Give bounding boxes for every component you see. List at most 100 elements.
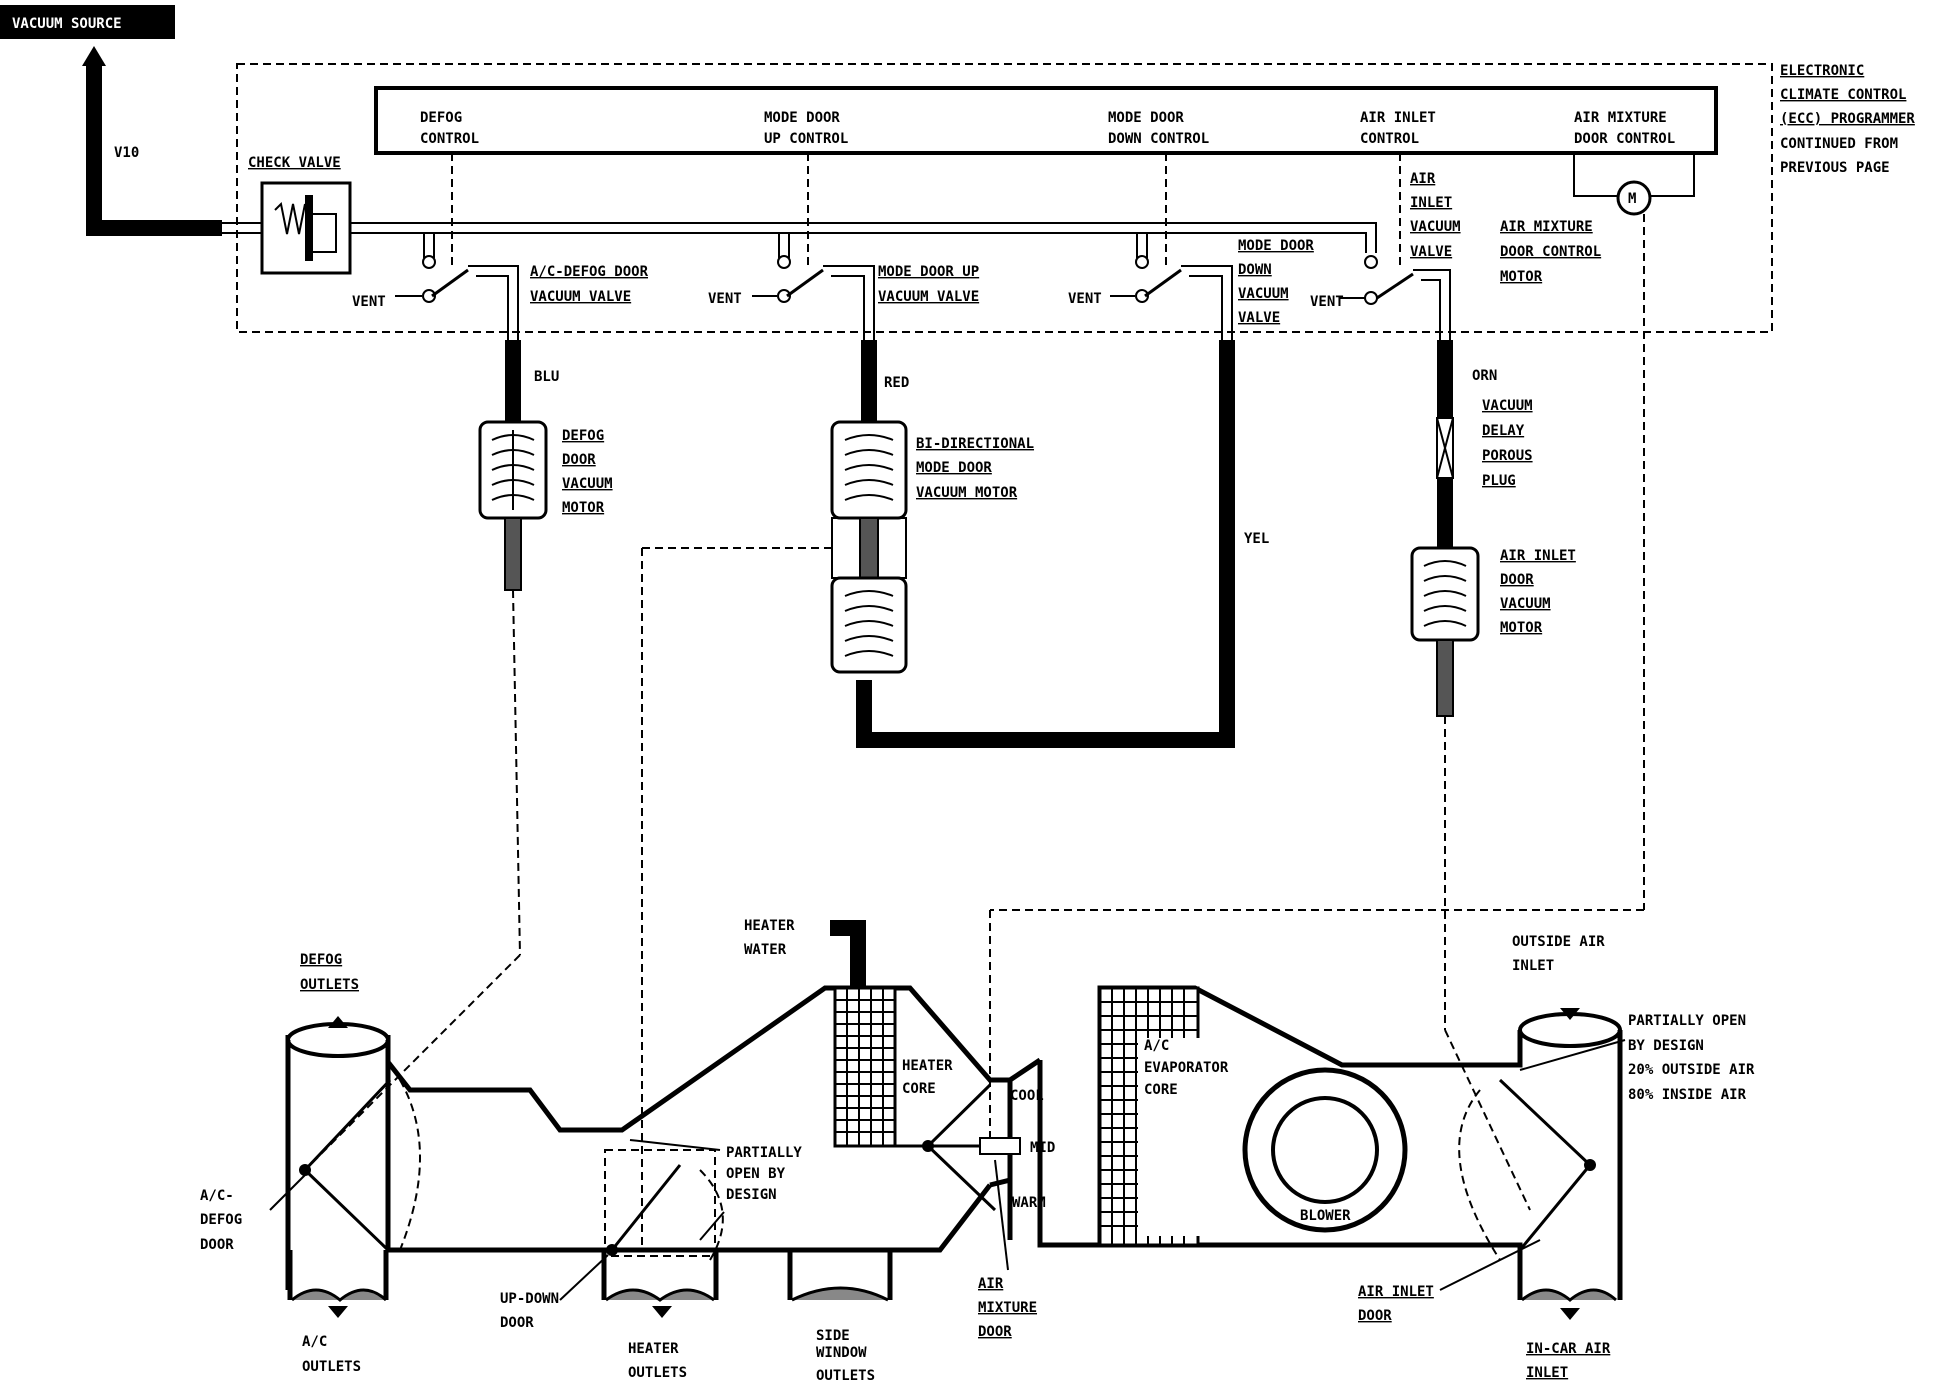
blower: BLOWER bbox=[1242, 1067, 1408, 1233]
svg-text:80% INSIDE AIR: 80% INSIDE AIR bbox=[1628, 1087, 1747, 1103]
svg-text:COOL: COOL bbox=[1010, 1088, 1044, 1104]
svg-text:AIR INLET: AIR INLET bbox=[1500, 548, 1576, 564]
heater-water-pipe: HEATER WATER bbox=[744, 918, 866, 990]
svg-text:UP-DOWN: UP-DOWN bbox=[500, 1291, 559, 1307]
svg-text:INLET: INLET bbox=[1512, 958, 1554, 974]
svg-text:(ECC) PROGRAMMER: (ECC) PROGRAMMER bbox=[1780, 111, 1915, 127]
svg-text:SIDE: SIDE bbox=[816, 1328, 850, 1344]
svg-text:IN-CAR AIR: IN-CAR AIR bbox=[1526, 1341, 1611, 1357]
svg-text:OUTSIDE AIR: OUTSIDE AIR bbox=[1512, 934, 1605, 950]
svg-text:MOTOR: MOTOR bbox=[1500, 269, 1543, 285]
svg-text:WATER: WATER bbox=[744, 942, 787, 958]
yel-hose: YEL bbox=[856, 340, 1269, 748]
ac-defog-door-mech bbox=[299, 1016, 421, 1252]
svg-text:DESIGN: DESIGN bbox=[726, 1187, 777, 1203]
svg-text:MOTOR: MOTOR bbox=[562, 500, 605, 516]
svg-text:A/C-: A/C- bbox=[200, 1188, 234, 1204]
air-mixture-door-mech: COOL MID WARM AIR MIXTURE DOOR bbox=[922, 1083, 1055, 1340]
svg-text:CLIMATE CONTROL: CLIMATE CONTROL bbox=[1780, 87, 1906, 103]
svg-text:BLOWER: BLOWER bbox=[1300, 1208, 1351, 1224]
heater-core: HEATER CORE bbox=[833, 986, 1021, 1155]
svg-text:VACUUM: VACUUM bbox=[1500, 596, 1551, 612]
svg-text:VENT: VENT bbox=[1068, 291, 1102, 307]
vacuum-source-arrow-icon bbox=[82, 46, 106, 66]
v10-label: V10 bbox=[114, 145, 139, 161]
check-valve: CHECK VALVE bbox=[248, 155, 352, 275]
svg-text:DOWN: DOWN bbox=[1238, 262, 1272, 278]
blu-hose: BLU bbox=[505, 340, 559, 422]
v10-hose bbox=[86, 66, 222, 236]
svg-text:VENT: VENT bbox=[352, 294, 386, 310]
svg-text:OUTLETS: OUTLETS bbox=[302, 1359, 361, 1375]
svg-text:VACUUM: VACUUM bbox=[1410, 219, 1461, 235]
up-down-door-mech bbox=[604, 1149, 724, 1261]
ac-defog-vacuum-valve: VENT A/C-DEFOG DOOR VACUUM VALVE bbox=[352, 233, 649, 340]
svg-text:DEFOG: DEFOG bbox=[562, 428, 604, 444]
svg-text:DOOR: DOOR bbox=[1500, 572, 1534, 588]
vacuum-supply-line bbox=[222, 222, 1377, 253]
svg-text:MOTOR: MOTOR bbox=[1500, 620, 1543, 636]
svg-text:OUTLETS: OUTLETS bbox=[816, 1368, 875, 1384]
motor-icon bbox=[1616, 180, 1652, 216]
svg-text:CORE: CORE bbox=[902, 1081, 936, 1097]
svg-text:HEATER: HEATER bbox=[902, 1058, 953, 1074]
ecc-programmer-boundary bbox=[236, 63, 1773, 333]
programmer-control-bar bbox=[374, 86, 1718, 155]
defog-outlet bbox=[286, 1022, 390, 1058]
svg-text:VACUUM: VACUUM bbox=[562, 476, 613, 492]
svg-text:VENT: VENT bbox=[1310, 294, 1344, 310]
vacuum-source-box bbox=[0, 5, 175, 39]
svg-text:OUTLETS: OUTLETS bbox=[300, 977, 359, 993]
vacuum-source-label: VACUUM SOURCE bbox=[12, 16, 122, 32]
svg-text:PARTIALLY OPEN: PARTIALLY OPEN bbox=[1628, 1013, 1746, 1029]
svg-text:WINDOW: WINDOW bbox=[816, 1345, 867, 1361]
svg-text:OPEN BY: OPEN BY bbox=[726, 1166, 786, 1182]
svg-text:HEATER: HEATER bbox=[744, 918, 795, 934]
svg-text:DOOR: DOOR bbox=[200, 1237, 234, 1253]
svg-text:POROUS: POROUS bbox=[1482, 448, 1533, 464]
svg-text:A/C: A/C bbox=[1144, 1038, 1169, 1054]
hvac-labels: DEFOG OUTLETS A/C- DEFOG DOOR PARTIALLY … bbox=[200, 934, 1755, 1384]
svg-text:AIR: AIR bbox=[978, 1276, 1004, 1292]
svg-text:VACUUM MOTOR: VACUUM MOTOR bbox=[916, 485, 1018, 501]
svg-text:A/C-DEFOG DOOR: A/C-DEFOG DOOR bbox=[530, 264, 649, 280]
svg-text:AIR MIXTURE: AIR MIXTURE bbox=[1574, 110, 1667, 126]
svg-text:VACUUM: VACUUM bbox=[1482, 398, 1533, 414]
air-inlet-vacuum-valve: VENT AIR INLET VACUUM VALVE bbox=[1310, 171, 1461, 340]
svg-text:DOOR CONTROL: DOOR CONTROL bbox=[1500, 244, 1601, 260]
svg-text:MIXTURE: MIXTURE bbox=[978, 1300, 1037, 1316]
orn-hose: ORN VACUUM DELAY POROUS PLUG bbox=[1436, 340, 1533, 548]
defog-door-vacuum-motor: DEFOG DOOR VACUUM MOTOR bbox=[478, 420, 613, 591]
svg-text:AIR INLET: AIR INLET bbox=[1360, 110, 1436, 126]
svg-text:UP CONTROL: UP CONTROL bbox=[764, 131, 848, 147]
mode-down-vacuum-valve: VENT MODE DOOR DOWN VACUUM VALVE bbox=[1068, 233, 1314, 340]
svg-text:PARTIALLY: PARTIALLY bbox=[726, 1145, 802, 1161]
bidirectional-mode-door-vacuum-motor: BI-DIRECTIONAL MODE DOOR VACUUM MOTOR bbox=[830, 420, 1034, 674]
hvac-case bbox=[285, 985, 1623, 1302]
svg-text:VENT: VENT bbox=[708, 291, 742, 307]
svg-text:RED: RED bbox=[884, 375, 909, 391]
control-signal-lines bbox=[451, 153, 1401, 270]
svg-text:VALVE: VALVE bbox=[1238, 310, 1280, 326]
ecc-label: ELECTRONIC CLIMATE CONTROL (ECC) PROGRAM… bbox=[1780, 63, 1915, 176]
svg-text:BLU: BLU bbox=[534, 369, 559, 385]
svg-text:DOOR: DOOR bbox=[500, 1315, 534, 1331]
svg-text:DOOR: DOOR bbox=[562, 452, 596, 468]
air-inlet-door-vacuum-motor: AIR INLET DOOR VACUUM MOTOR bbox=[1410, 546, 1576, 717]
svg-text:VACUUM VALVE: VACUUM VALVE bbox=[878, 289, 979, 305]
svg-text:M: M bbox=[1628, 191, 1636, 207]
red-hose: RED bbox=[861, 340, 909, 422]
svg-text:MODE DOOR: MODE DOOR bbox=[1238, 238, 1314, 254]
svg-text:ORN: ORN bbox=[1472, 368, 1497, 384]
svg-text:ELECTRONIC: ELECTRONIC bbox=[1780, 63, 1864, 79]
svg-text:HEATER: HEATER bbox=[628, 1341, 679, 1357]
svg-text:OUTLETS: OUTLETS bbox=[628, 1365, 687, 1381]
svg-text:MODE DOOR: MODE DOOR bbox=[764, 110, 840, 126]
svg-text:CHECK VALVE: CHECK VALVE bbox=[248, 155, 341, 171]
svg-text:EVAPORATOR: EVAPORATOR bbox=[1144, 1060, 1229, 1076]
svg-text:INLET: INLET bbox=[1526, 1365, 1568, 1381]
svg-text:YEL: YEL bbox=[1244, 531, 1269, 547]
svg-text:AIR MIXTURE: AIR MIXTURE bbox=[1500, 219, 1593, 235]
svg-text:INLET: INLET bbox=[1410, 195, 1452, 211]
air-inlet-door-mech bbox=[1458, 1008, 1596, 1261]
